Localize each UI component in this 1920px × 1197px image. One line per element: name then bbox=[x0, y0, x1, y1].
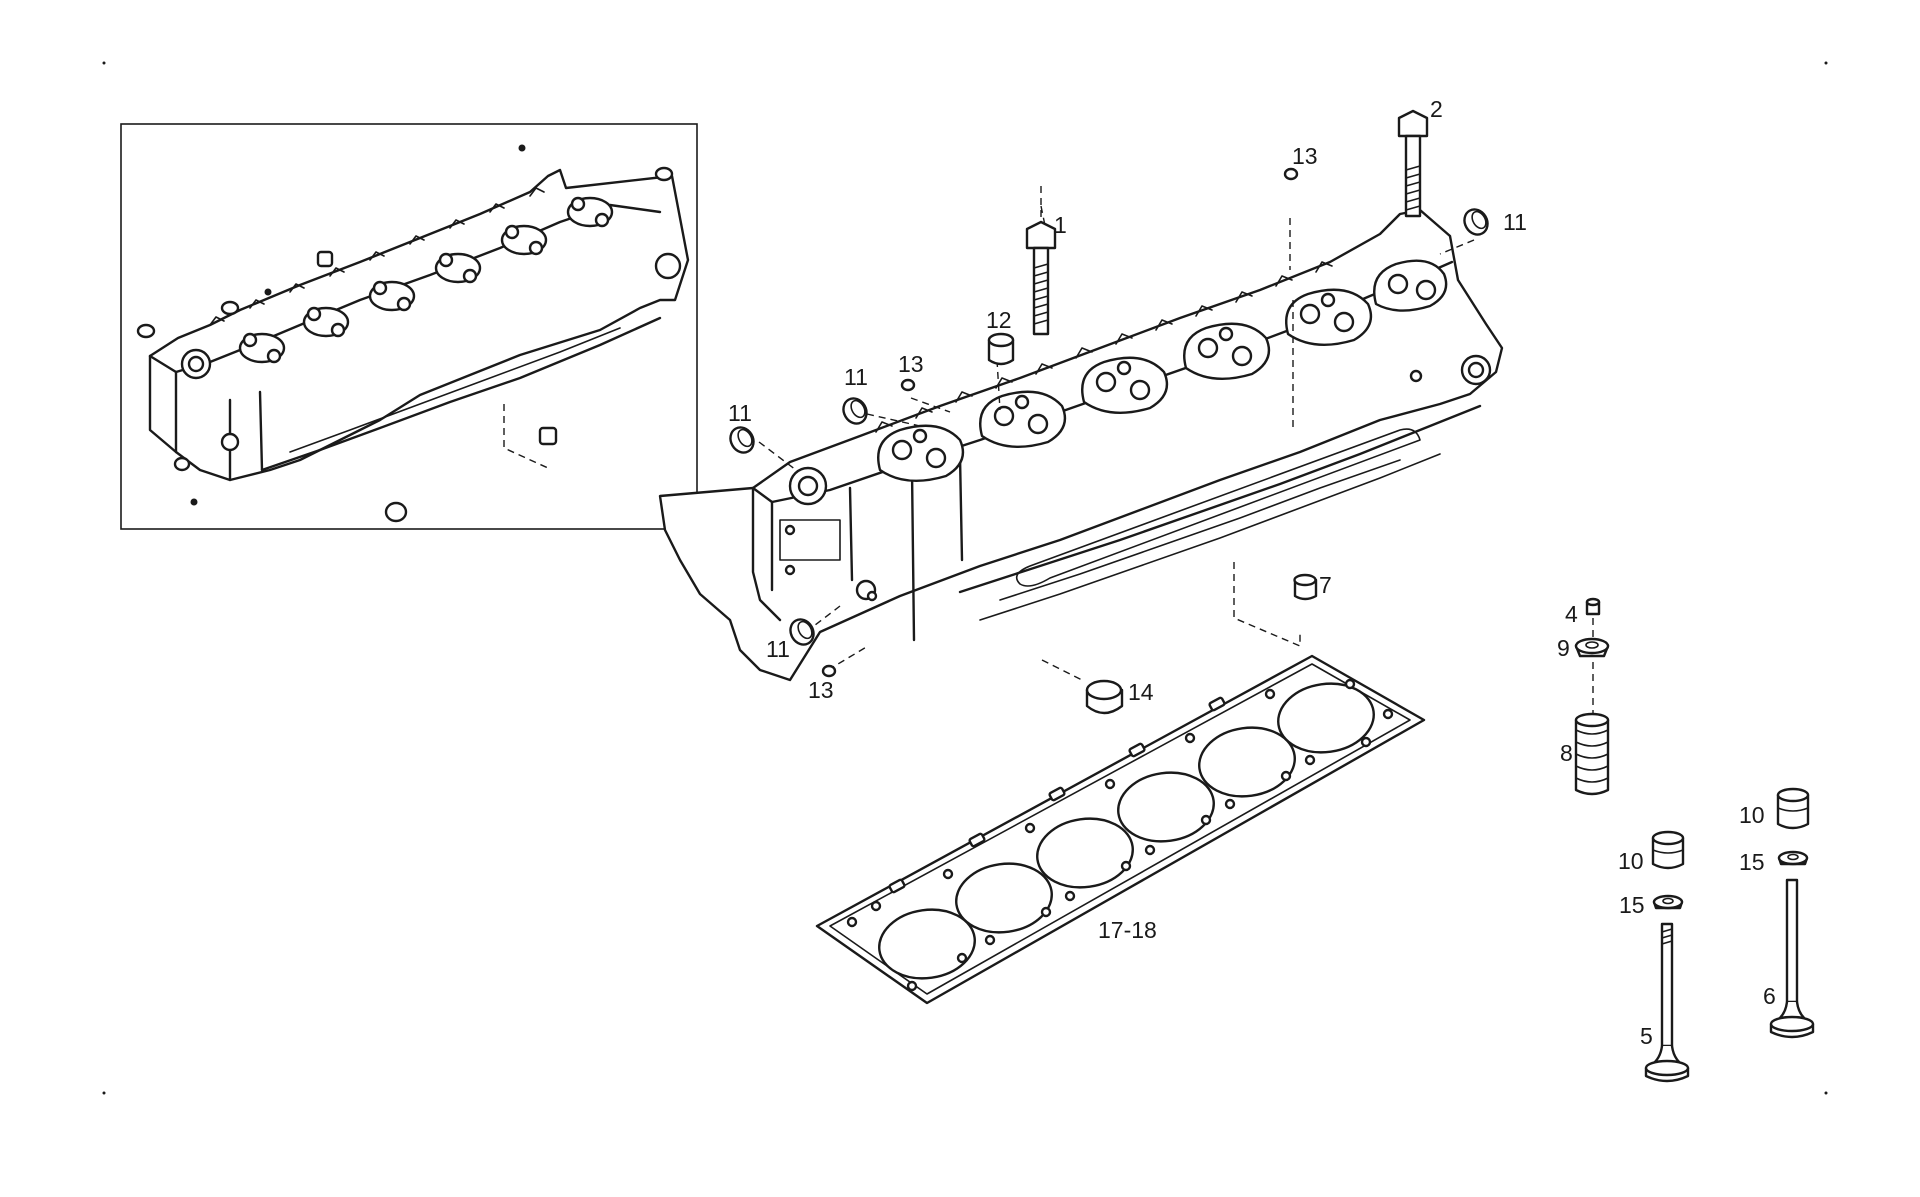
seal-ring-11-mid bbox=[842, 397, 868, 425]
valve-seal-10-right bbox=[1776, 787, 1810, 830]
callout-17-18: 17-18 bbox=[1098, 917, 1157, 943]
valve-keeper-4 bbox=[1585, 597, 1601, 616]
head-front-end bbox=[779, 466, 878, 602]
callout-labels: 1 2 4 5 6 7 8 9 10 10 11 11 11 11 12 13 … bbox=[728, 96, 1776, 1049]
head-gasket-17-18 bbox=[815, 654, 1426, 1005]
seal-ring-11-lower bbox=[789, 618, 815, 646]
registration-marks bbox=[102, 61, 1828, 1095]
valve-seal-10-left bbox=[1651, 830, 1685, 870]
bolt-2 bbox=[1397, 109, 1429, 218]
cap-14 bbox=[1085, 679, 1124, 715]
callout-14: 14 bbox=[1128, 679, 1154, 705]
seal-ring-11-right bbox=[1463, 208, 1489, 236]
bolt-1 bbox=[1025, 220, 1057, 336]
valve-spring-8 bbox=[1574, 712, 1610, 796]
cylinder-head bbox=[658, 208, 1504, 682]
seal-ring-11-left bbox=[729, 426, 755, 454]
gasket-holes bbox=[846, 678, 1394, 992]
callout-10-right: 10 bbox=[1739, 802, 1765, 828]
callout-13-low: 13 bbox=[808, 677, 834, 703]
callout-11-left: 11 bbox=[728, 400, 752, 426]
washer-15-left bbox=[1652, 894, 1684, 910]
callout-12: 12 bbox=[986, 307, 1012, 333]
inset-valve-pockets bbox=[238, 196, 614, 364]
callout-7: 7 bbox=[1319, 572, 1332, 598]
plug-13-top bbox=[1283, 167, 1299, 181]
callout-11-right: 11 bbox=[1503, 209, 1527, 235]
plug-13-mid bbox=[900, 378, 916, 392]
callout-9: 9 bbox=[1557, 635, 1570, 661]
cup-plug-7 bbox=[1293, 573, 1318, 601]
callout-1: 1 bbox=[1054, 212, 1067, 238]
callout-4: 4 bbox=[1565, 601, 1578, 627]
gasket-bores bbox=[878, 682, 1375, 980]
head-valve-bays bbox=[877, 259, 1448, 482]
callout-2: 2 bbox=[1430, 96, 1443, 122]
callout-6: 6 bbox=[1763, 983, 1776, 1009]
callout-15-left: 15 bbox=[1619, 892, 1645, 918]
callout-11-lower: 11 bbox=[766, 636, 790, 662]
callout-5: 5 bbox=[1640, 1023, 1653, 1049]
plug-13-low bbox=[821, 664, 837, 678]
inset-assembly-3: 3 bbox=[120, 123, 698, 530]
washer-15-right bbox=[1777, 850, 1809, 866]
callout-10-left: 10 bbox=[1618, 848, 1644, 874]
head-top-bosses bbox=[875, 261, 1333, 433]
head-rear-end bbox=[1409, 354, 1492, 386]
inset-small-parts bbox=[136, 144, 674, 523]
valve-6 bbox=[1769, 878, 1815, 1039]
spring-retainer-9 bbox=[1574, 637, 1610, 658]
callout-8: 8 bbox=[1560, 740, 1573, 766]
valve-5 bbox=[1644, 922, 1690, 1083]
callout-13-top: 13 bbox=[1292, 143, 1318, 169]
callout-11-mid: 11 bbox=[844, 364, 868, 390]
sleeve-12 bbox=[987, 332, 1015, 366]
callout-13-mid: 13 bbox=[898, 351, 924, 377]
inset-cylinder-head bbox=[148, 168, 690, 482]
callout-15-right: 15 bbox=[1739, 849, 1765, 875]
